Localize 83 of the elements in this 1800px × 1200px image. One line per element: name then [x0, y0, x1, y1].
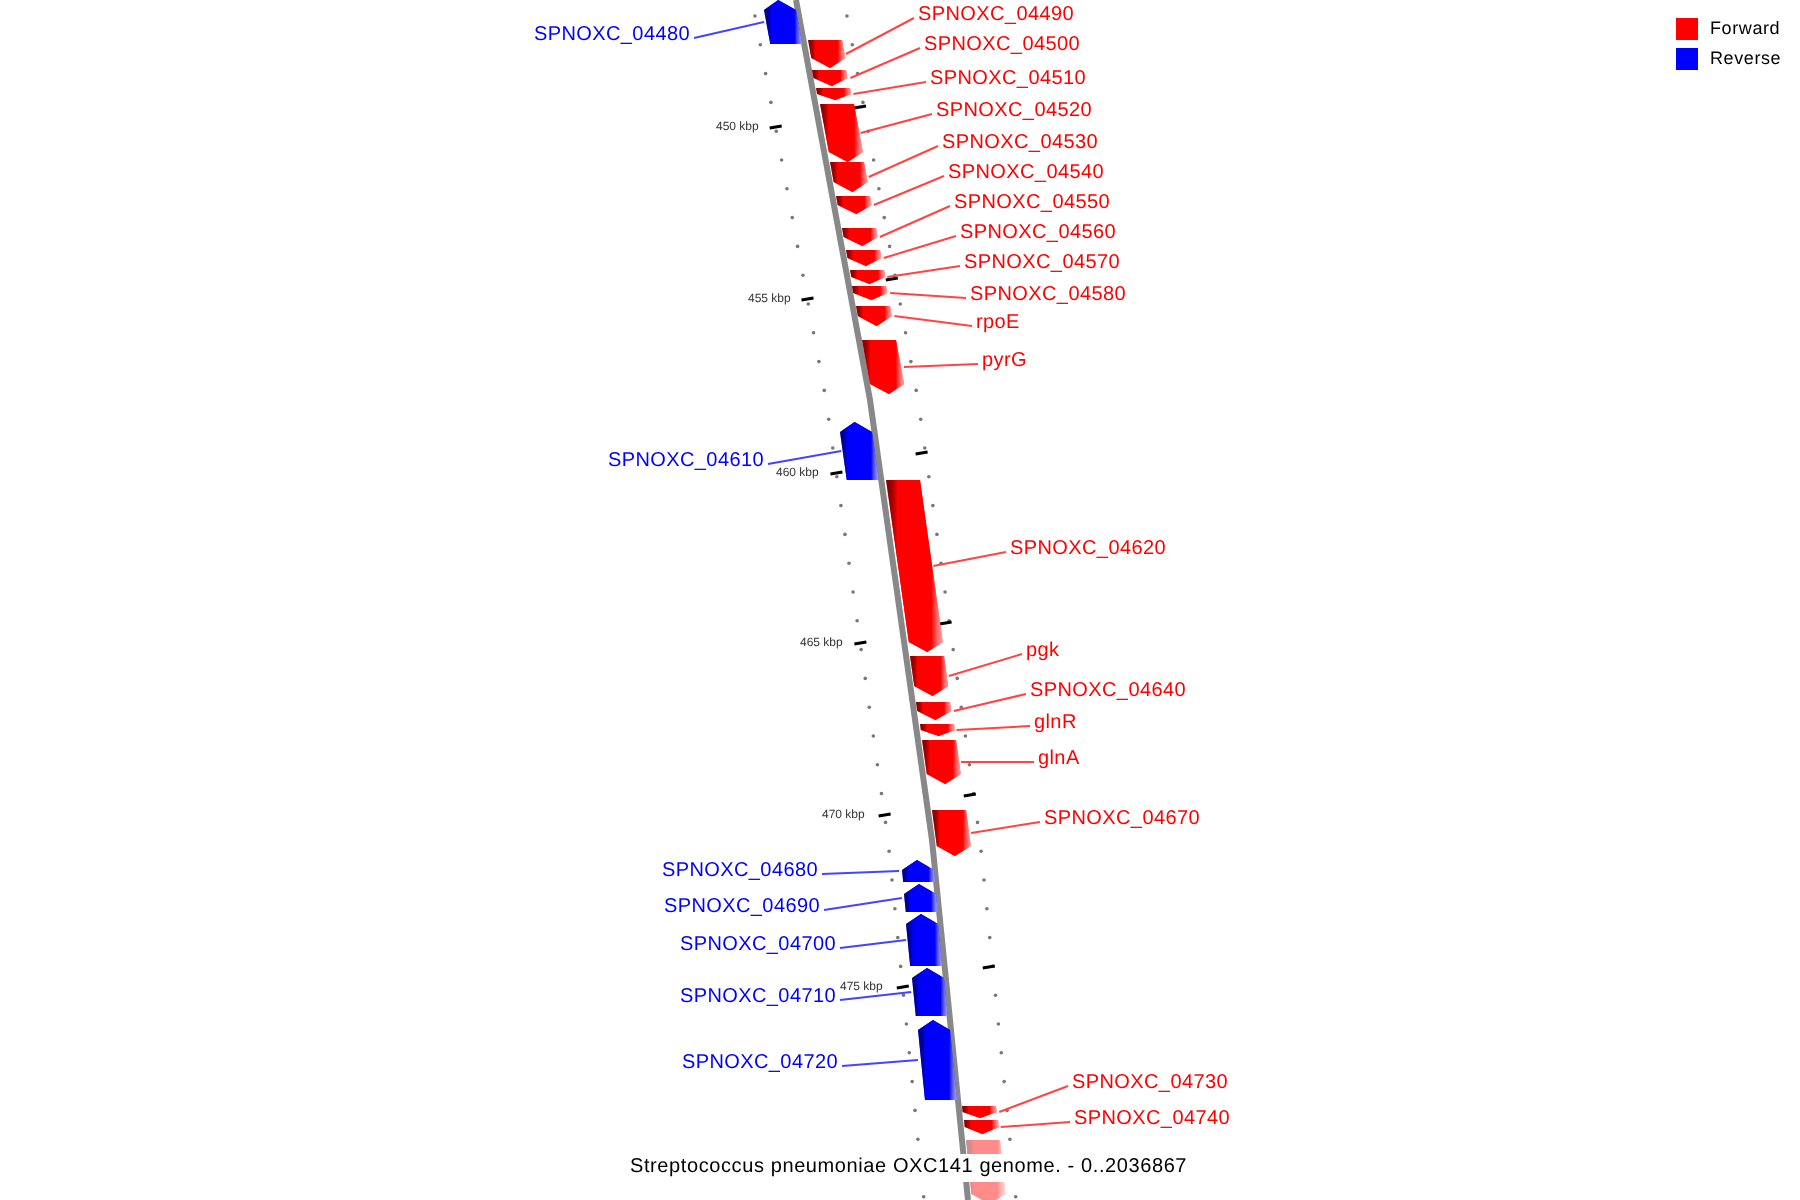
leader-line	[952, 693, 1027, 712]
leader-line	[867, 145, 939, 178]
gene-feature	[807, 40, 845, 68]
gene-label: SPNOXC_04740	[1074, 1106, 1231, 1134]
gene-feature	[906, 914, 943, 966]
gene-feature	[962, 1106, 998, 1118]
leader-line	[849, 47, 921, 79]
gene-label: glnA	[1038, 746, 1080, 774]
gene-feature	[812, 70, 849, 86]
gene-feature	[816, 88, 852, 100]
leader-line	[693, 21, 766, 39]
gene-feature	[856, 306, 893, 326]
leader-line	[767, 450, 843, 465]
gene-feature	[910, 656, 949, 696]
gene-label: SPNOXC_04700	[679, 932, 836, 960]
gene-label: rpoE	[976, 310, 1020, 338]
gene-label: SPNOXC_04560	[960, 220, 1117, 248]
gene-label: SPNOXC_04500	[924, 32, 1081, 60]
leader-line	[902, 363, 979, 368]
leader-line	[839, 939, 907, 949]
gene-feature	[921, 740, 961, 784]
gene-label: SPNOXC_04610	[607, 448, 764, 476]
gene-label: pgk	[1026, 638, 1060, 666]
leader-line	[839, 991, 913, 1001]
leader-line	[852, 81, 927, 95]
gene-feature	[903, 884, 938, 912]
gene-label: SPNOXC_04690	[663, 894, 820, 922]
leader-line	[872, 175, 945, 206]
gene-feature	[931, 810, 971, 856]
gene-feature	[846, 250, 882, 266]
leader-line	[955, 725, 1031, 731]
leader-line	[960, 761, 1035, 763]
gene-label: SPNOXC_04720	[681, 1050, 838, 1078]
gene-label: SPNOXC_04620	[1010, 536, 1167, 564]
gene-label: SPNOXC_04640	[1030, 678, 1187, 706]
legend-label: Forward	[1710, 18, 1781, 40]
gene-feature	[964, 1120, 999, 1134]
gene-feature	[829, 162, 868, 192]
leader-line	[999, 1121, 1071, 1128]
leader-line	[878, 205, 951, 238]
leader-line	[893, 315, 973, 327]
leader-line	[970, 821, 1041, 834]
gene-label: pyrG	[982, 348, 1027, 376]
gene-label: SPNOXC_04540	[948, 160, 1105, 188]
gene-label: SPNOXC_04520	[936, 98, 1093, 126]
gene-feature	[852, 286, 889, 300]
leader-line	[889, 292, 967, 299]
gene-label: SPNOXC_04490	[918, 2, 1075, 30]
gene-label: SPNOXC_04670	[1044, 806, 1201, 834]
gene-feature	[862, 340, 905, 394]
caption: Streptococcus pneumoniae OXC141 genome. - 0..2036867	[630, 1154, 1188, 1182]
gene-label: SPNOXC_04580	[970, 282, 1127, 310]
gene-label: SPNOXC_04510	[930, 66, 1087, 94]
leader-line	[821, 870, 901, 875]
gene-label: SPNOXC_04480	[533, 22, 690, 50]
gene-feature	[763, 0, 803, 44]
leader-line	[886, 265, 961, 278]
gene-feature	[836, 196, 872, 214]
gene-feature	[842, 228, 878, 246]
gene-feature	[901, 860, 935, 882]
leader-line	[845, 17, 915, 55]
leader-line	[947, 653, 1023, 677]
leader-line	[859, 113, 933, 134]
leader-line	[823, 897, 903, 911]
gene-label: glnR	[1034, 710, 1077, 738]
gene-feature	[885, 480, 943, 652]
legend-label: Reverse	[1710, 48, 1782, 70]
gene-label: SPNOXC_04710	[679, 984, 836, 1012]
gene-label: SPNOXC_04730	[1072, 1070, 1229, 1098]
gene-feature	[840, 422, 880, 480]
leader-line	[882, 235, 957, 259]
gene-feature	[849, 270, 886, 284]
gene-label: SPNOXC_04570	[964, 250, 1121, 278]
leader-line	[998, 1085, 1069, 1113]
leader-line	[932, 551, 1007, 567]
gene-feature	[919, 724, 955, 736]
leader-line	[841, 1059, 919, 1067]
gene-feature	[917, 1020, 956, 1100]
gene-label: SPNOXC_04680	[661, 858, 818, 886]
gene-feature	[916, 702, 952, 720]
gene-label: SPNOXC_04550	[954, 190, 1111, 218]
gene-feature	[911, 968, 948, 1016]
gene-label: SPNOXC_04530	[942, 130, 1099, 158]
